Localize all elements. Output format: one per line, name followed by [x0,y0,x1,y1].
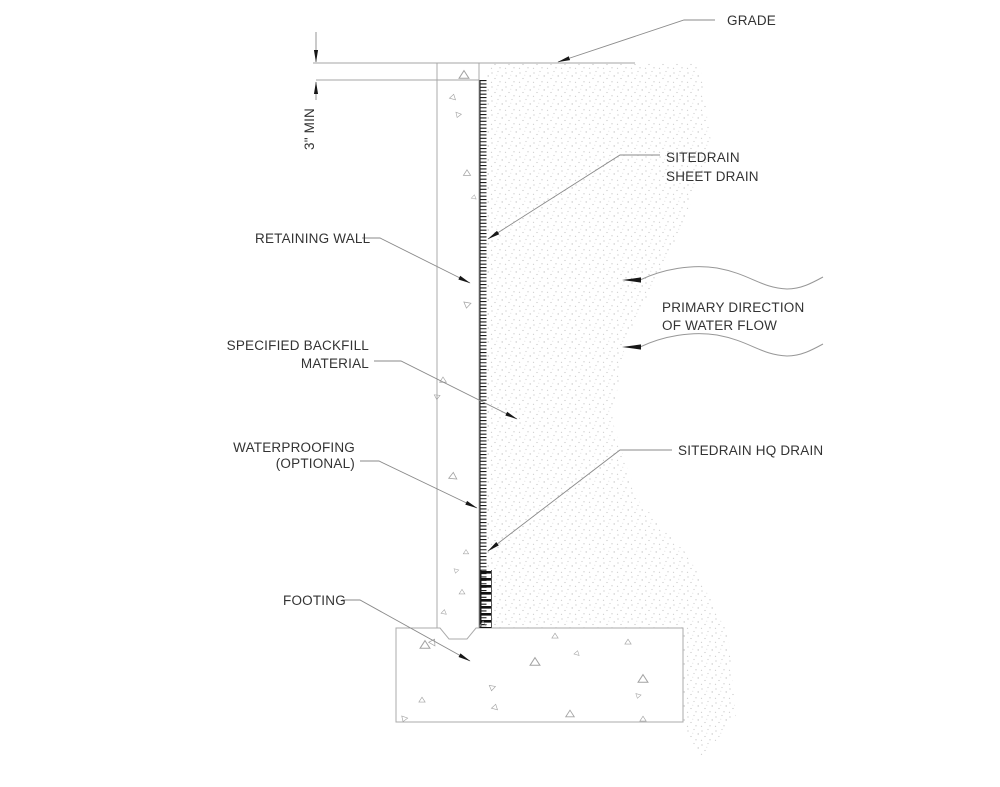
water-flow-label-line2: OF WATER FLOW [662,318,777,333]
waterproofing-label-line1: WATERPROOFING [233,440,355,455]
sheet-drain-label-line1: SITEDRAIN [666,150,740,165]
retaining-wall-outline [436,63,480,628]
backfill-label-line1: SPECIFIED BACKFILL [227,338,370,353]
water-flow-squiggle-top [639,266,824,290]
water-flow-arrow-bottom-icon [622,344,641,350]
footing-label: FOOTING [283,593,346,608]
hq-drain-label: SITEDRAIN HQ DRAIN [678,443,823,458]
sheet-drain-label-line2: SHEET DRAIN [666,169,759,184]
water-flow-arrow-top-icon [622,277,641,283]
water-flow-label-line1: PRIMARY DIRECTION [662,300,804,315]
retaining-wall-callout: RETAINING WALL [255,231,471,284]
sheet-drain-callout: SITEDRAIN SHEET DRAIN [487,150,759,240]
grade-callout: GRADE [557,13,776,63]
hq-drain-callout: SITEDRAIN HQ DRAIN [487,443,823,552]
wall-aggregate-triangles [433,70,478,615]
waterproofing-label-line2: (OPTIONAL) [276,456,355,471]
hq-drain-hatch [480,570,492,628]
footing-aggregate-triangles [399,620,649,724]
dimension-3in-min-label: 3" MIN [302,108,317,150]
footing-callout: FOOTING [283,593,471,662]
sheet-drain-hatch [479,80,487,628]
retaining-wall-label: RETAINING WALL [255,231,371,246]
backfill-stipple-texture [487,63,736,758]
footing-outline [395,627,684,723]
grade-label: GRADE [727,13,776,28]
water-flow-annotation: PRIMARY DIRECTION OF WATER FLOW [622,266,824,357]
waterproofing-callout: WATERPROOFING (OPTIONAL) [233,440,478,509]
dimension-3in-min: 3" MIN [302,32,319,150]
backfill-label-line2: MATERIAL [301,356,369,371]
water-flow-squiggle-bottom [639,333,824,357]
backfill-callout: SPECIFIED BACKFILL MATERIAL [227,338,518,420]
